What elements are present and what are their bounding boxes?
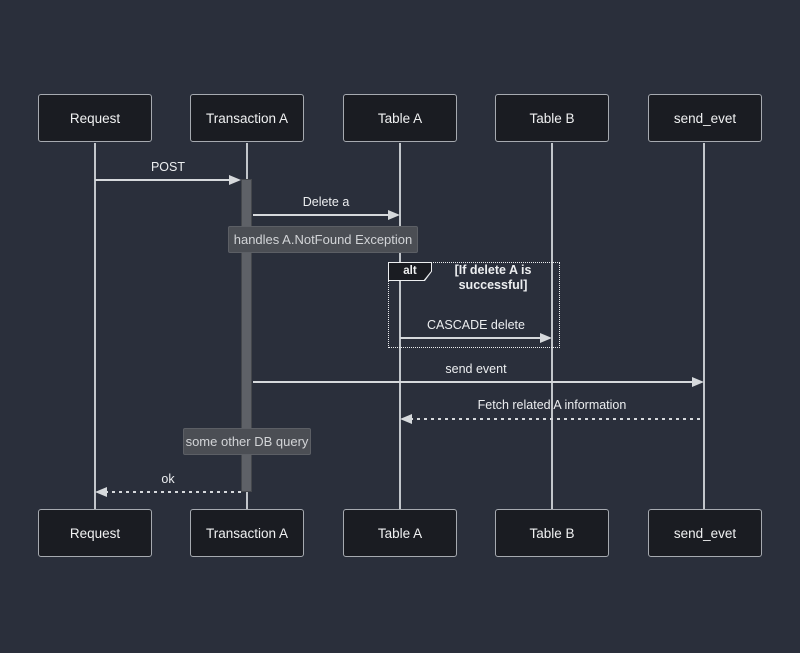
note-text: some other DB query [185, 434, 309, 449]
actor-label: Request [69, 110, 121, 126]
lifeline-send-evet [703, 143, 705, 510]
message-line-ok [105, 491, 241, 493]
arrowhead-right-icon [229, 175, 241, 185]
actor-bottom-table-b: Table B [495, 509, 609, 557]
lifeline-table-b [551, 143, 553, 510]
actor-label: Table B [529, 110, 575, 126]
actor-label: Table A [377, 110, 423, 126]
actor-label: Transaction A [205, 110, 289, 126]
alt-frame [388, 262, 560, 348]
message-line-send-event [253, 381, 694, 383]
arrowhead-left-icon [95, 487, 107, 497]
message-label-fetch-related: Fetch related A information [477, 398, 627, 412]
actor-label: Transaction A [205, 525, 289, 541]
note-text: handles A.NotFound Exception [233, 232, 413, 247]
message-label-ok: ok [161, 472, 175, 486]
lifeline-request [94, 143, 96, 510]
actor-label: Table A [377, 525, 423, 541]
arrowhead-right-icon [692, 377, 704, 387]
actor-bottom-table-a: Table A [343, 509, 457, 557]
actor-bottom-send-evet: send_evet [648, 509, 762, 557]
alt-condition: [If delete A is successful] [454, 263, 532, 292]
message-label-cascade-delete: CASCADE delete [427, 318, 525, 332]
message-label-send-event: send event [445, 362, 507, 376]
message-line-cascade-delete [400, 337, 542, 339]
note-handles-exception: handles A.NotFound Exception [228, 226, 418, 253]
arrowhead-right-icon [540, 333, 552, 343]
activation-bar-transaction-a [241, 179, 252, 492]
message-label-delete-a: Delete a [302, 195, 350, 209]
arrowhead-right-icon [388, 210, 400, 220]
arrowhead-left-icon [400, 414, 412, 424]
actor-bottom-transaction-a: Transaction A [190, 509, 304, 557]
actor-label: send_evet [673, 525, 737, 541]
actor-top-transaction-a: Transaction A [190, 94, 304, 142]
note-some-other-db-query: some other DB query [183, 428, 311, 455]
actor-top-table-a: Table A [343, 94, 457, 142]
actor-top-table-b: Table B [495, 94, 609, 142]
alt-label-text: alt [389, 263, 431, 280]
message-line-post [95, 179, 231, 181]
actor-bottom-request: Request [38, 509, 152, 557]
actor-label: send_evet [673, 110, 737, 126]
message-line-delete-a [253, 214, 390, 216]
actor-label: Request [69, 525, 121, 541]
message-line-fetch-related [410, 418, 704, 420]
lifeline-table-a [399, 143, 401, 510]
actor-top-request: Request [38, 94, 152, 142]
message-label-post: POST [150, 160, 186, 174]
alt-label: alt [388, 262, 432, 281]
actor-label: Table B [529, 525, 575, 541]
actor-top-send-evet: send_evet [648, 94, 762, 142]
